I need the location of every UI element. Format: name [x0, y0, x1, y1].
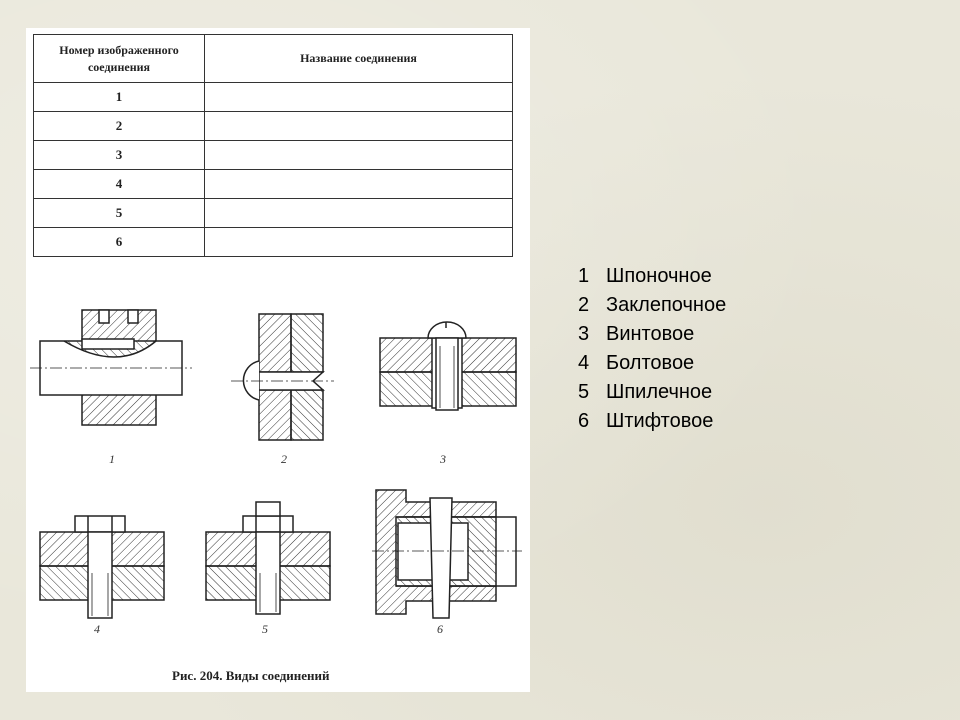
answer-number: 1 — [578, 265, 590, 287]
row-name — [204, 198, 513, 228]
answer-text: Шпилечное — [606, 381, 713, 403]
row-name — [204, 82, 513, 112]
figure-label: 1 — [109, 452, 115, 466]
answer-number: 4 — [578, 352, 590, 374]
figure-pin-joint — [372, 489, 522, 619]
answer-number: 5 — [578, 381, 590, 403]
answer-item: 1 Шпоночное — [578, 262, 726, 291]
table-header-row: Номер изображенного соединения Название … — [33, 34, 513, 83]
answer-item: 4 Болтовое — [578, 349, 726, 378]
table-row: 6 — [33, 227, 513, 257]
table-row: 5 — [33, 198, 513, 228]
figure-label: 2 — [281, 452, 287, 466]
answer-item: 2 Заклепочное — [578, 291, 726, 320]
answer-item: 6 Штифтовое — [578, 407, 726, 436]
answer-text: Винтовое — [606, 323, 695, 345]
table-row: 2 — [33, 111, 513, 141]
table-row: 4 — [33, 169, 513, 199]
row-number: 6 — [33, 227, 205, 257]
connections-table: Номер изображенного соединения Название … — [33, 34, 513, 257]
row-number: 4 — [33, 169, 205, 199]
figure-bolt-joint — [39, 515, 165, 619]
answer-number: 3 — [578, 323, 590, 345]
figure-key-joint — [30, 309, 192, 426]
answer-text: Болтовое — [606, 352, 695, 374]
row-name — [204, 227, 513, 257]
figure-caption: Рис. 204. Виды соединений — [172, 668, 330, 683]
figure-label: 3 — [440, 452, 446, 466]
connections-drawing — [30, 309, 522, 619]
answer-number: 2 — [578, 294, 590, 316]
answer-item: 5 Шпилечное — [578, 378, 726, 407]
table-row: 3 — [33, 140, 513, 170]
header-name: Название соединения — [204, 34, 513, 83]
figure-rivet-joint — [231, 313, 334, 441]
row-number: 3 — [33, 140, 205, 170]
header-number: Номер изображенного соединения — [33, 34, 205, 83]
answers-list: 1 Шпоночное 2 Заклепочное 3 Винтовое 4 Болто… — [578, 262, 726, 436]
answer-text: Шпоночное — [606, 265, 712, 287]
figure-screw-joint — [379, 321, 517, 411]
figure-label: 5 — [262, 622, 268, 636]
figure-label: 4 — [94, 622, 100, 636]
answer-item: 3 Винтовое — [578, 320, 726, 349]
answer-text: Заклепочное — [606, 294, 727, 316]
figure-label: 6 — [437, 622, 443, 636]
figure-stud-joint — [205, 501, 331, 615]
answer-number: 6 — [578, 410, 590, 432]
answer-text: Штифтовое — [606, 410, 714, 432]
